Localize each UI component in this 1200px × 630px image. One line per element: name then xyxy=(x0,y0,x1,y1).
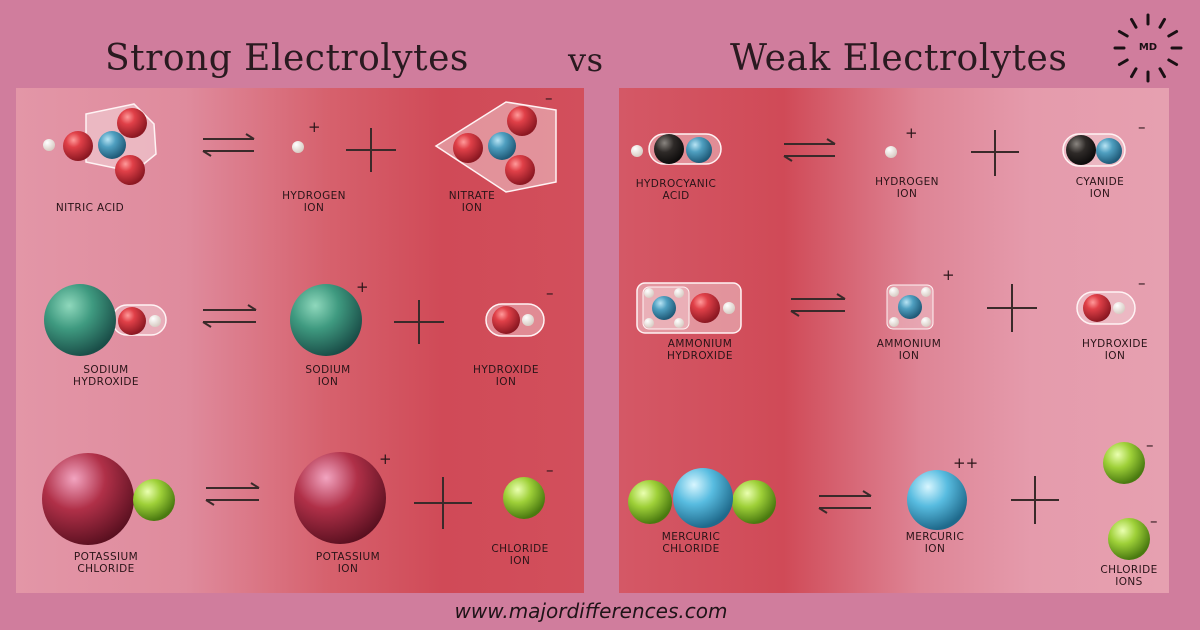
chlorine-atom xyxy=(133,479,175,521)
nitrogen-atom xyxy=(488,132,516,160)
equilibrium-arrow xyxy=(818,490,872,514)
hydrogen-atom xyxy=(631,145,643,157)
charge-plus: + xyxy=(905,124,918,142)
nitrogen-atom xyxy=(652,296,676,320)
equilibrium-arrow xyxy=(205,482,260,506)
website-url: www.majordifferences.com xyxy=(454,599,728,623)
plus-sign xyxy=(394,300,444,344)
sodium-atom xyxy=(44,284,116,356)
oxygen-atom xyxy=(505,155,535,185)
carbon-atom xyxy=(654,134,684,164)
hydrogen-atom xyxy=(522,314,534,326)
hydrogen-atom xyxy=(149,315,161,327)
title-strong-electrolytes: Strong Electrolytes xyxy=(105,38,469,79)
plus-sign xyxy=(414,477,472,529)
sodium-ion xyxy=(290,284,362,356)
charge-plus: + xyxy=(942,266,955,284)
charge-plus: + xyxy=(308,118,321,136)
hydrogen-atom xyxy=(921,317,931,327)
oxygen-atom xyxy=(115,155,145,185)
potassium-atom xyxy=(42,453,134,545)
hydrogen-atom xyxy=(43,139,55,151)
charge-minus: – xyxy=(1138,274,1146,292)
charge-minus: – xyxy=(546,461,554,479)
hydrogen-atom xyxy=(674,318,684,328)
hydrogen-atom xyxy=(723,302,735,314)
charge-double-plus: ++ xyxy=(953,454,979,472)
hydrogen-atom xyxy=(644,288,654,298)
hydrogen-atom xyxy=(889,287,899,297)
nitrogen-atom xyxy=(98,131,126,159)
charge-minus: – xyxy=(1150,512,1158,530)
hydrogen-ion xyxy=(292,141,304,153)
potassium-ion xyxy=(294,452,386,544)
nitrogen-atom xyxy=(898,295,922,319)
charge-minus: – xyxy=(1146,436,1154,454)
oxygen-atom xyxy=(117,108,147,138)
mercuric-ion xyxy=(907,470,967,530)
hydrogen-atom xyxy=(921,287,931,297)
carbon-atom xyxy=(1066,135,1096,165)
nitrogen-atom xyxy=(686,137,712,163)
equilibrium-arrow xyxy=(202,304,257,328)
logo-text: MD xyxy=(1138,42,1158,53)
oxygen-atom xyxy=(507,106,537,136)
charge-minus: – xyxy=(545,89,553,107)
hydrogen-atom xyxy=(1113,302,1125,314)
hydrogen-atom xyxy=(889,317,899,327)
charge-plus: + xyxy=(356,278,369,296)
plus-sign xyxy=(971,130,1019,176)
oxygen-atom xyxy=(118,307,146,335)
md-logo: MD xyxy=(1111,11,1185,85)
plus-sign xyxy=(346,128,396,172)
title-vs: vs xyxy=(568,41,604,79)
chloride-ion xyxy=(1103,442,1145,484)
equilibrium-arrow xyxy=(790,293,846,317)
oxygen-atom xyxy=(453,133,483,163)
chlorine-atom xyxy=(628,480,672,524)
weak-panel-illustration xyxy=(628,130,1150,560)
hydrogen-ion xyxy=(885,146,897,158)
hydrogen-atom xyxy=(674,288,684,298)
equilibrium-arrow xyxy=(783,138,836,162)
title-weak-electrolytes: Weak Electrolytes xyxy=(730,38,1068,79)
oxygen-atom xyxy=(492,306,520,334)
plus-sign xyxy=(987,284,1037,332)
chloride-ion xyxy=(503,477,545,519)
nitrogen-atom xyxy=(1096,138,1122,164)
charge-plus: + xyxy=(379,450,392,468)
charge-minus: – xyxy=(546,284,554,302)
chlorine-atom xyxy=(732,480,776,524)
chloride-ion xyxy=(1108,518,1150,560)
oxygen-atom xyxy=(1083,294,1111,322)
mercury-atom xyxy=(673,468,733,528)
equilibrium-arrow xyxy=(202,133,255,157)
oxygen-atom xyxy=(690,293,720,323)
strong-panel-illustration xyxy=(42,101,557,545)
label-nitric-acid: NITRIC ACID xyxy=(55,202,125,214)
plus-sign xyxy=(1011,476,1059,524)
oxygen-atom xyxy=(63,131,93,161)
charge-minus: – xyxy=(1138,118,1146,136)
hydrogen-atom xyxy=(644,318,654,328)
